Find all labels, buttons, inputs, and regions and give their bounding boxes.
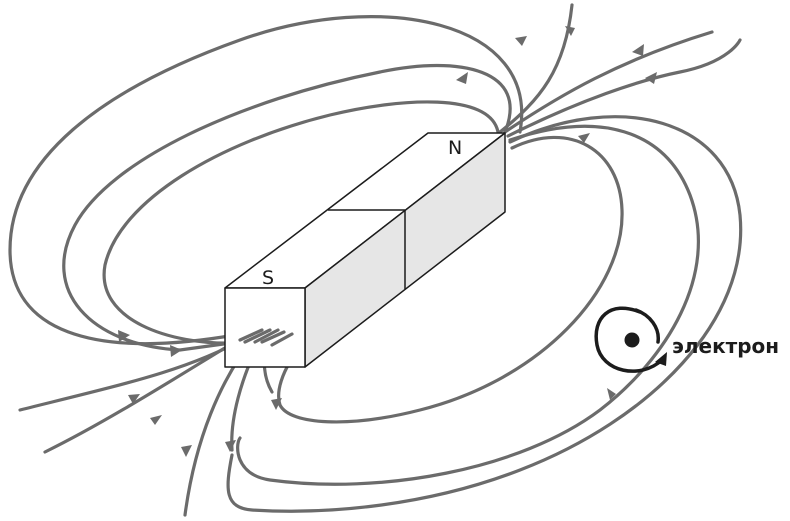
- arrowhead: [607, 388, 616, 400]
- field-arrows: [118, 26, 657, 457]
- arrowhead: [150, 415, 162, 425]
- electron-label: электрон: [672, 334, 779, 358]
- arrowhead: [225, 440, 236, 452]
- south-pole-label: S: [262, 267, 274, 289]
- field-line-bottom-2: [18, 336, 247, 412]
- arrowhead: [456, 72, 468, 84]
- field-stub: [260, 330, 286, 344]
- field-line-inner-1: [102, 100, 500, 345]
- field-line-top-1: [498, 3, 574, 134]
- electron: [594, 306, 667, 373]
- field-line-outer-2: [62, 63, 512, 352]
- arrowhead: [645, 72, 657, 84]
- arrowhead: [515, 36, 527, 46]
- arrowhead: [578, 133, 590, 143]
- arrowhead: [170, 345, 182, 357]
- magnet-end-face: [224, 287, 306, 368]
- field-line-right-1: [236, 124, 700, 486]
- field-line-top-2: [503, 30, 714, 134]
- arrowhead: [128, 394, 140, 404]
- arrowhead: [181, 445, 192, 457]
- arrowhead: [632, 44, 644, 56]
- electron-spin-arc-top: [634, 308, 660, 344]
- electron-spin-arc: [594, 306, 664, 373]
- field-stub: [270, 332, 294, 347]
- bar-magnet: [224, 132, 506, 368]
- field-stub: [243, 328, 272, 344]
- field-stub: [238, 328, 264, 342]
- arrowhead: [271, 398, 282, 410]
- arrowhead: [118, 330, 130, 342]
- south-pole-field-stubs: [238, 328, 294, 347]
- electron-dot: [624, 332, 640, 348]
- field-stub: [253, 328, 280, 344]
- field-line-top-3: [506, 38, 742, 138]
- spin-arrowhead: [655, 352, 667, 366]
- field-line-right-2: [277, 135, 624, 424]
- north-pole-label: N: [448, 137, 462, 159]
- field-line-outer-1: [8, 15, 524, 346]
- field-line-right-3: [226, 115, 743, 513]
- arrowhead: [565, 26, 575, 36]
